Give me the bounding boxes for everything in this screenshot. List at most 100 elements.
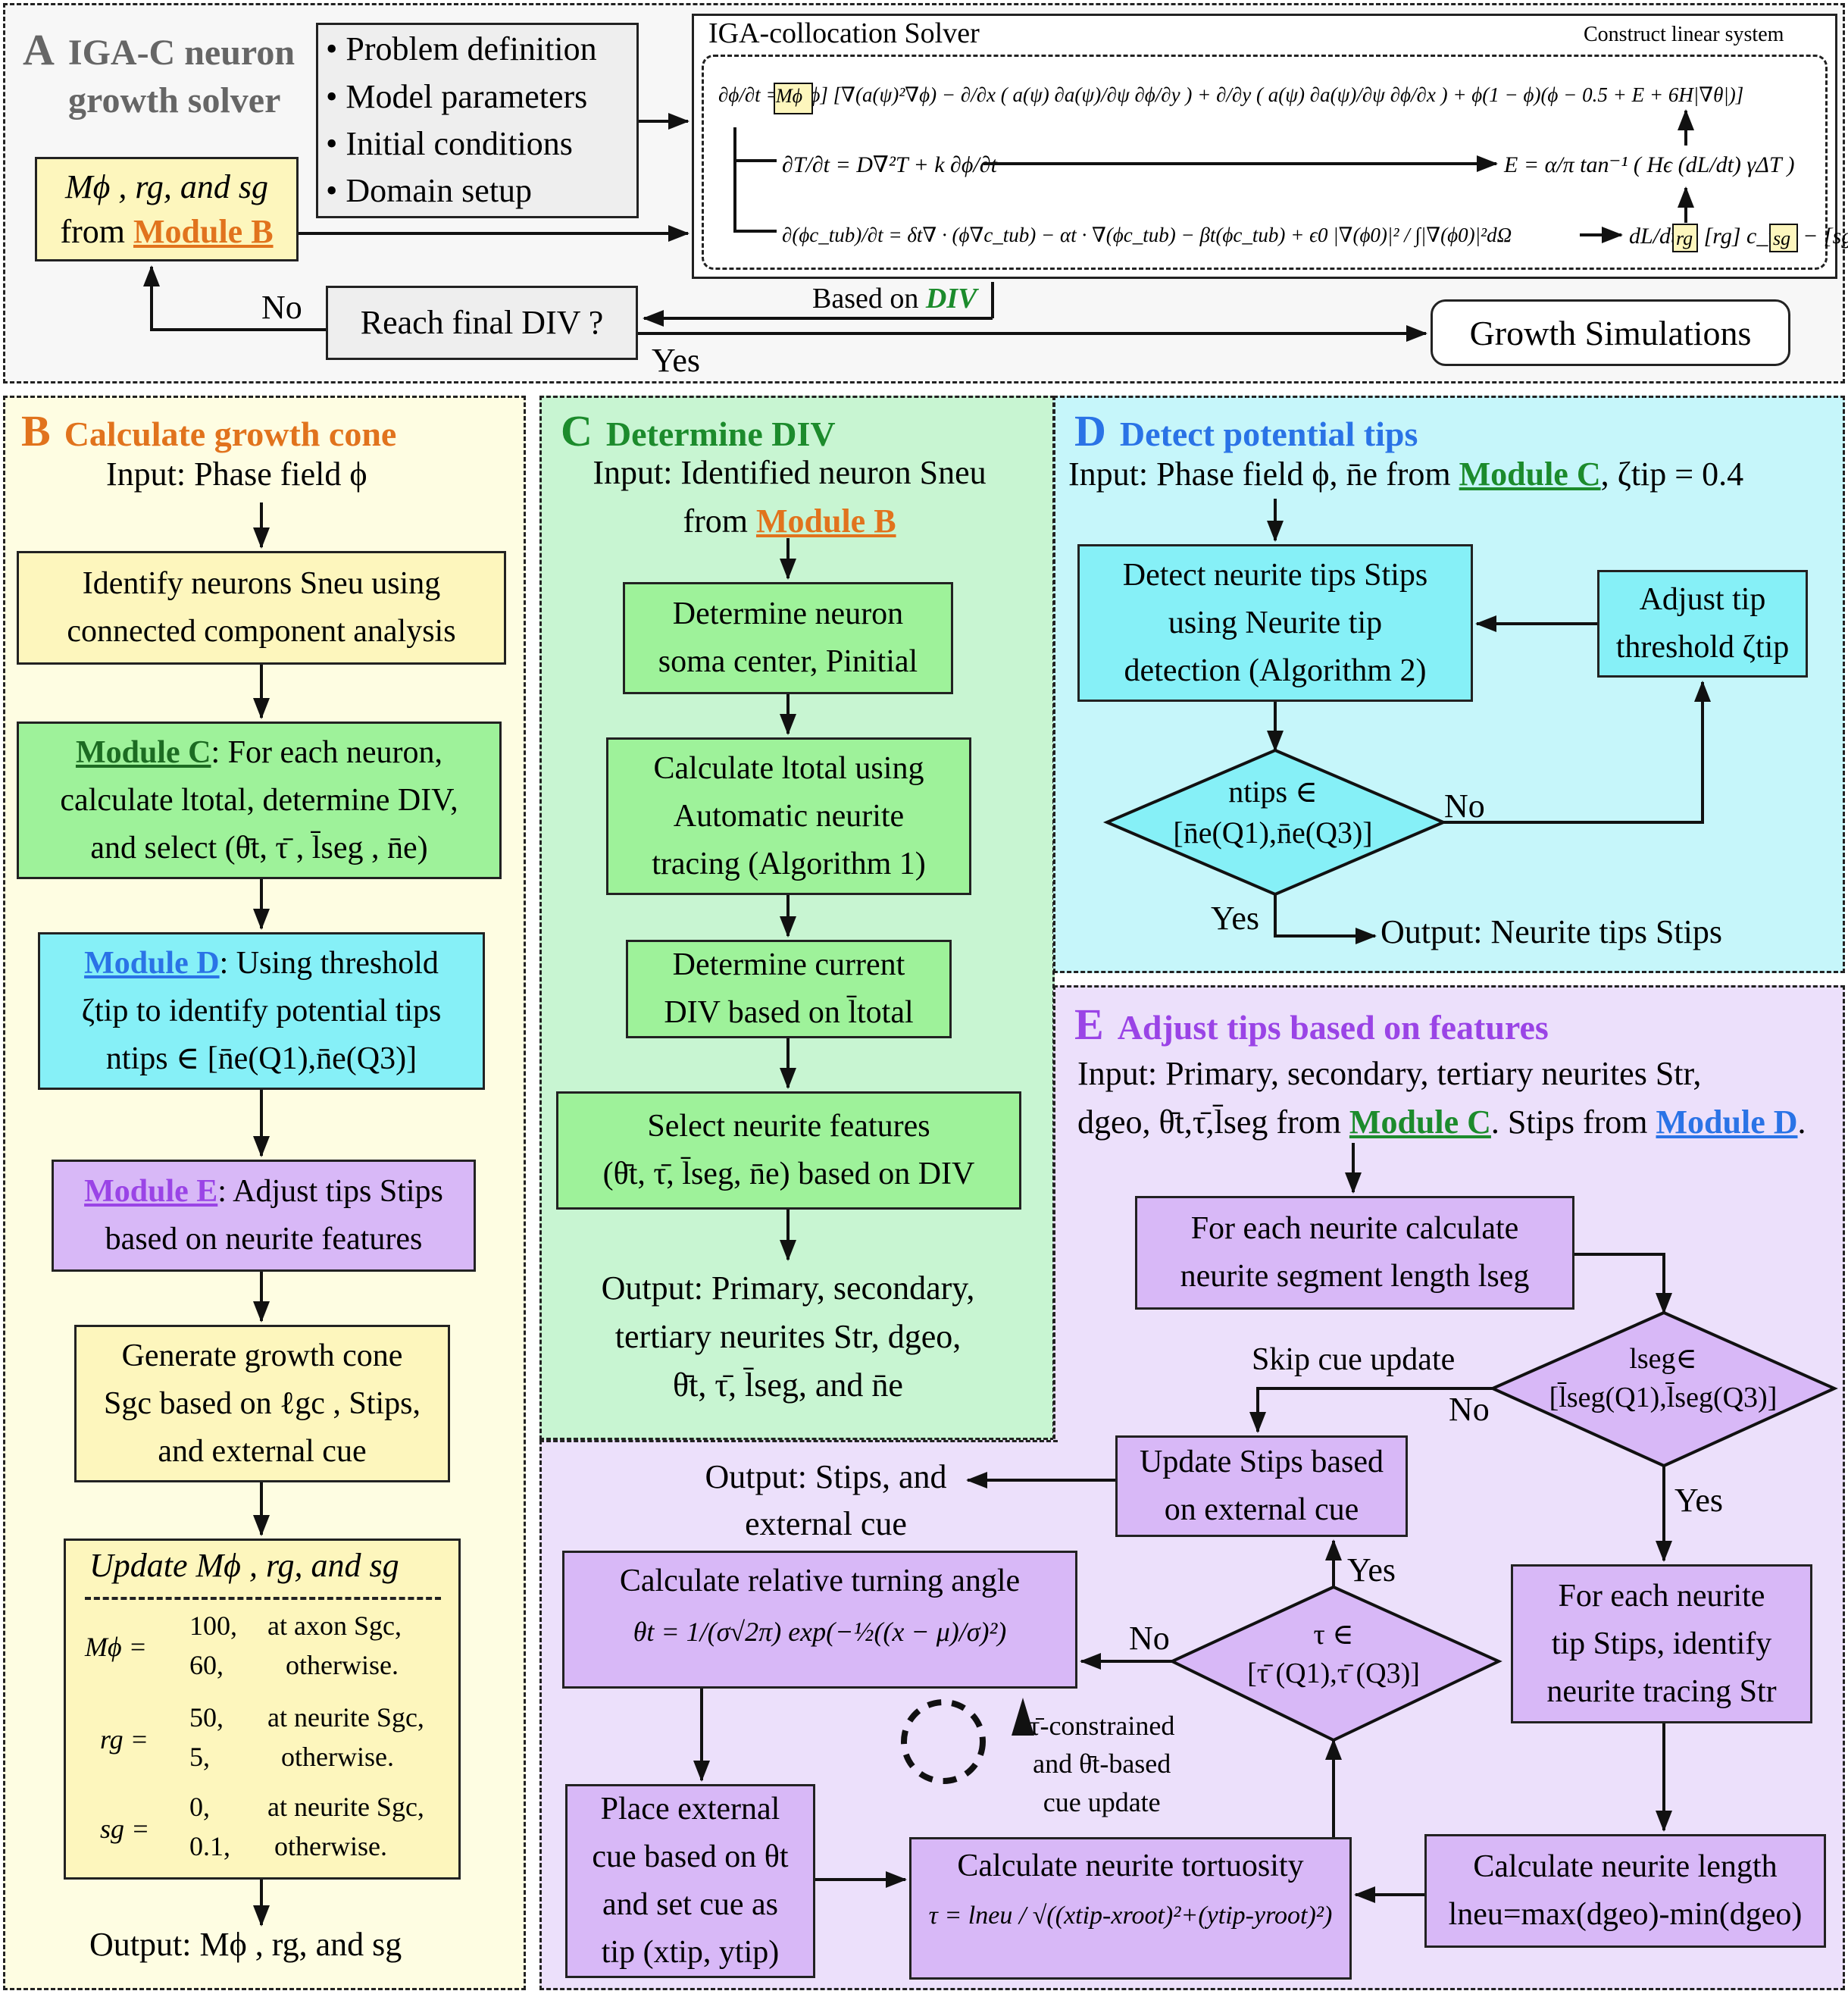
module-c-step-box: Module C: For each neuron, calculate lto… xyxy=(17,722,502,879)
sg-highlight-text: sg xyxy=(1773,227,1791,249)
cycle-icon xyxy=(901,1698,1034,1784)
solver-subtitle: Construct linear system xyxy=(1584,23,1784,46)
div-var: DIV xyxy=(925,283,977,315)
panel-d-letter: D xyxy=(1074,406,1106,455)
yes-label-d: Yes xyxy=(1211,900,1260,937)
m-case1: 100,at axon Sgc, xyxy=(189,1611,402,1641)
bullet-item: • Problem definition xyxy=(326,30,597,68)
growth-simulations-box: Growth Simulations xyxy=(1431,299,1790,366)
tortuosity-condition-overlay: τ ∈[τ̄ (Q1),τ̄ (Q3)] xyxy=(1247,1619,1420,1690)
no-label-e2: No xyxy=(1129,1620,1170,1657)
panel-a-title-line2: growth solver xyxy=(68,80,281,121)
no-label-a: No xyxy=(261,289,302,326)
r-case2: 5,otherwise. xyxy=(189,1742,394,1772)
turning-angle-equation: θt = 1/(σ√2π) exp(−½((x − μ)/σ)²) xyxy=(633,1617,1007,1647)
growth-simulations-label: Growth Simulations xyxy=(1469,313,1752,352)
r-g-label: rg = xyxy=(100,1724,149,1755)
diamond-d xyxy=(1102,748,1448,897)
bullet-item: • Model parameters xyxy=(326,77,588,115)
mphi-highlight xyxy=(774,83,813,114)
module-b-link: Module B xyxy=(133,213,274,250)
skip-cue-label: Skip cue update xyxy=(1252,1342,1456,1377)
mphi-highlight-text: Mϕ xyxy=(776,85,803,107)
iga-collocation-solver xyxy=(692,14,1837,279)
m-case2: 60,otherwise. xyxy=(189,1650,399,1680)
panel-d-output: Output: Neurite tips Stips xyxy=(1381,913,1722,950)
yes-label-e2: Yes xyxy=(1347,1551,1396,1589)
based-on-label: Based on DIV xyxy=(812,283,977,315)
bullet-item: • Initial conditions xyxy=(326,125,573,162)
diamond-e-tau xyxy=(1168,1585,1502,1742)
s-case2: 0.1,otherwise. xyxy=(189,1831,387,1861)
module-d-link-e: Module D xyxy=(1656,1103,1798,1141)
rg-highlight-text: rg xyxy=(1676,227,1693,249)
panel-d-input: Input: Phase field ϕ, n̄e from Module C,… xyxy=(1068,455,1744,493)
panel-a-letter: A xyxy=(23,25,55,74)
equation-tubulin: ∂(ϕc_tub)/∂t = δt∇ · (ϕ∇c_tub) − αt · ∇(… xyxy=(782,224,1512,246)
solver-title: IGA-collocation Solver xyxy=(708,17,980,49)
s-case1: 0,at neurite Sgc, xyxy=(189,1792,424,1822)
diamond-e-seg xyxy=(1489,1310,1838,1468)
module-d-link: Module D xyxy=(84,945,220,981)
module-e-step-box: Module E: Adjust tips Stips based on neu… xyxy=(52,1160,476,1272)
module-d-step-box: Module D: Using threshold ζtip to identi… xyxy=(38,932,485,1090)
module-c-link-e: Module C xyxy=(1349,1103,1491,1141)
problem-definition-box: • Problem definition • Model parameters … xyxy=(316,23,639,218)
module-b-input-box: Mϕ , rg, and sg from Module B xyxy=(35,157,299,261)
panel-a-title: A IGA-C neuron growth solver xyxy=(23,23,295,124)
update-divider xyxy=(85,1597,441,1600)
module-e-link: Module E xyxy=(84,1174,218,1209)
rg-highlight xyxy=(1672,224,1698,252)
panel-e-letter: E xyxy=(1074,1000,1104,1049)
yes-label-a: Yes xyxy=(652,342,701,379)
update-parameters-box xyxy=(64,1539,461,1880)
arrow-no-to-input xyxy=(143,265,326,331)
segment-length-condition-overlay: lseg∈[l̄seg(Q1),l̄seg(Q3)] xyxy=(1549,1343,1778,1414)
update-parameters-title: Update Mϕ , rg, and sg xyxy=(89,1547,399,1584)
arrow-d-no xyxy=(1443,681,1711,824)
module-b-link-c: Module B xyxy=(755,502,896,540)
tortuosity-equation: τ = lneu / √((xtip-xroot)²+(ytip-yroot)²… xyxy=(928,1902,1333,1930)
equation-e: E = α/π tan⁻¹ ( Hϵ (dL/dt) γΔT ) xyxy=(1504,152,1795,177)
equation-temperature: ∂T/∂t = D∇²T + k ∂ϕ/∂t xyxy=(782,152,997,177)
m-phi-label: Mϕ = xyxy=(85,1632,147,1662)
final-div-decision-box: Reach final DIV ? xyxy=(326,286,638,360)
panel-b-output: Output: Mϕ , rg, and sg xyxy=(89,1926,402,1963)
from-label: from xyxy=(60,213,125,250)
panel-a-title-line1: IGA-C neuron xyxy=(67,33,295,73)
arrow-d-yes xyxy=(1274,894,1377,944)
arrow-e-skip xyxy=(1249,1387,1493,1433)
decision-text: Reach final DIV ? xyxy=(360,304,604,341)
sg-highlight xyxy=(1769,224,1798,252)
bullet-item: • Domain setup xyxy=(326,172,533,210)
linear-system-box xyxy=(702,55,1828,270)
equation-phase-field: ∂ϕ/∂t = [Mϕ] [∇(a(ψ)²∇ϕ) − ∂/∂x ( a(ψ) ∂… xyxy=(718,83,1744,106)
panel-c-letter: C xyxy=(561,406,593,455)
select-features-box: Select neurite features(θ̄t, τ̄, l̄seg, … xyxy=(556,1091,1021,1210)
input-params: Mϕ , rg, and sg xyxy=(64,167,269,205)
panel-c-output: Output: Primary, secondary,tertiary neur… xyxy=(601,1269,975,1404)
arrow-e-seg xyxy=(1574,1253,1672,1314)
no-label-d: No xyxy=(1444,787,1485,825)
panel-b-letter: B xyxy=(21,406,51,455)
yes-label-e1: Yes xyxy=(1674,1482,1724,1519)
solver-branch xyxy=(733,127,777,233)
